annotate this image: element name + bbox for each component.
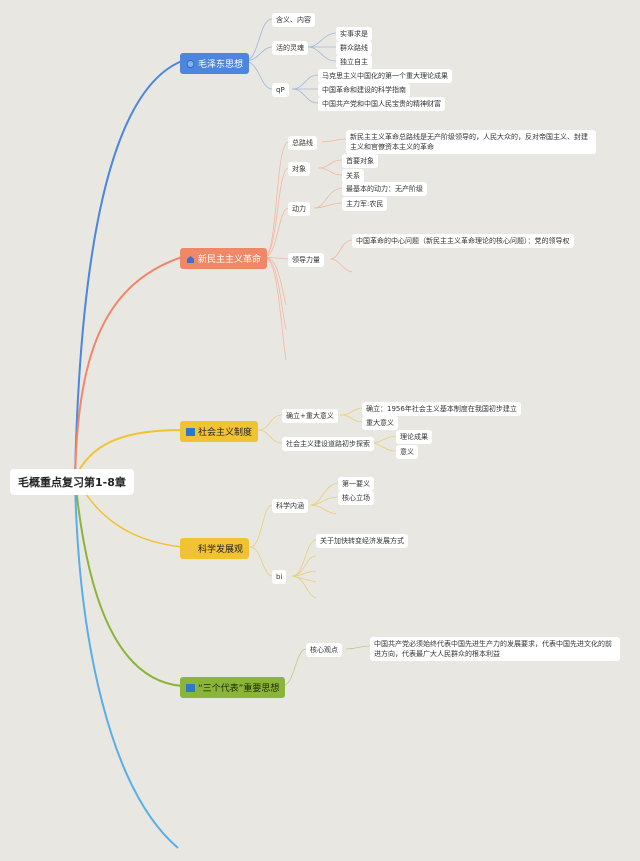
node-zongluxian[interactable]: 总路线 (288, 136, 317, 150)
node-hexin[interactable]: 核心立场 (338, 491, 374, 505)
node-qunzhong[interactable]: 群众路线 (336, 41, 372, 55)
globe-icon (186, 60, 195, 68)
branch-line-last (74, 477, 179, 849)
house-icon (186, 255, 195, 263)
flag-icon (186, 684, 195, 692)
node-bi[interactable]: bi (272, 570, 287, 584)
node-diyi[interactable]: 第一要义 (338, 477, 374, 491)
branch-line-mao (74, 60, 183, 479)
node-yiyi[interactable]: 意义 (396, 445, 418, 459)
node-lingdao-text[interactable]: 中国革命的中心问题（新民主主义革命理论的核心问题）：党的领导权 (352, 234, 574, 248)
node-lingdao[interactable]: 领导力量 (288, 253, 324, 267)
node-zhinan[interactable]: 中国革命和建设的科学指南 (318, 83, 410, 97)
node-zongluxian-text[interactable]: 新民主主义革命总路线是无产阶级领导的，人民大众的，反对帝国主义、封建主义和官僚资… (346, 130, 596, 154)
branch-shehui-label: 社会主义制度 (198, 428, 253, 438)
node-duixiang[interactable]: 对象 (288, 162, 310, 176)
branch-sange-label: “三个代表”重要思想 (198, 684, 280, 694)
node-queli-text[interactable]: 确立：1956年社会主义基本制度在我国初步建立 (362, 402, 521, 416)
node-zhongda[interactable]: 重大意义 (362, 416, 398, 430)
branch-xinmin[interactable]: 新民主主义革命 (180, 248, 268, 269)
node-qp[interactable]: qP (272, 83, 289, 97)
branch-sange[interactable]: “三个代表”重要思想 (180, 677, 286, 698)
node-zhuli[interactable]: 主力军:农民 (342, 197, 388, 211)
branch-line-shehui (74, 429, 183, 479)
node-neihan[interactable]: 科学内涵 (272, 499, 308, 513)
flag-icon (186, 428, 195, 436)
branch-line-xinmin (74, 256, 183, 479)
node-hanyi[interactable]: 含义、内容 (272, 13, 315, 27)
node-hexin-text[interactable]: 中国共产党必须始终代表中国先进生产力的发展要求，代表中国先进文化的前进方向，代表… (370, 637, 620, 661)
node-hexinguandian[interactable]: 核心观点 (306, 643, 342, 657)
node-caifu[interactable]: 中国共产党和中国人民宝贵的精神财富 (318, 97, 445, 111)
node-dongli[interactable]: 动力 (288, 202, 310, 216)
branch-shehui[interactable]: 社会主义制度 (180, 421, 259, 442)
node-shishi[interactable]: 实事求是 (336, 27, 372, 41)
node-jiakuai[interactable]: 关于加快转变经济发展方式 (316, 534, 408, 548)
node-huolinghun[interactable]: 活的灵魂 (272, 41, 308, 55)
branch-line-sange (74, 477, 183, 687)
branch-kexue-label: 科学发展观 (198, 545, 244, 555)
node-guanxi[interactable]: 关系 (342, 169, 364, 183)
node-mks[interactable]: 马克思主义中国化的第一个重大理论成果 (318, 69, 452, 83)
branch-xinmin-label: 新民主主义革命 (198, 255, 262, 265)
node-zuijiben[interactable]: 最基本的动力：无产阶级 (342, 182, 427, 196)
branch-kexue[interactable]: 科学发展观 (180, 538, 250, 559)
branch-mao-label: 毛泽东思想 (198, 60, 244, 70)
node-lilun[interactable]: 理论成果 (396, 430, 432, 444)
node-shouyao[interactable]: 首要对象 (342, 154, 378, 168)
node-daolu[interactable]: 社会主义建设道路初步探索 (282, 437, 374, 451)
root-topic[interactable]: 毛概重点复习第1-8章 (10, 469, 134, 495)
node-duli[interactable]: 独立自主 (336, 55, 372, 69)
node-queli[interactable]: 确立+重大意义 (282, 409, 338, 423)
branch-mao[interactable]: 毛泽东思想 (180, 53, 250, 74)
